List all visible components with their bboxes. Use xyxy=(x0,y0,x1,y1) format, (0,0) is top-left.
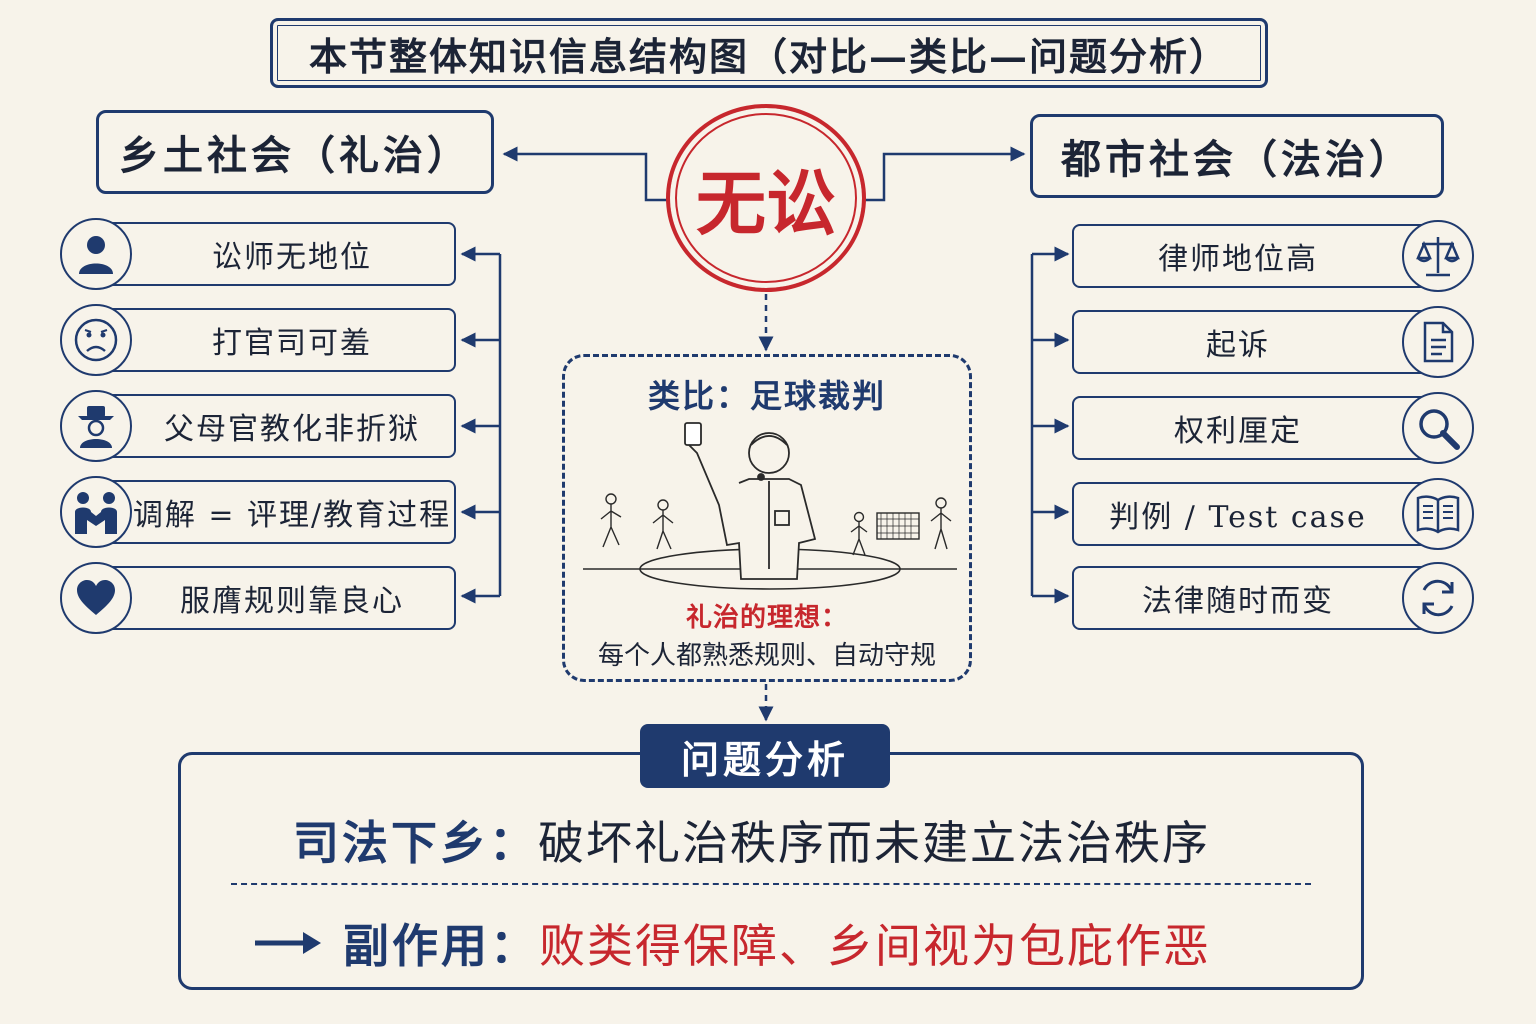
analysis-row-side-effect: 副作用：败类得保障、乡间视为包庇作恶 xyxy=(253,910,1211,976)
analogy-description: 每个人都熟悉规则、自动守规 xyxy=(597,641,936,671)
document-icon xyxy=(1402,306,1474,378)
rural-item-label: 打官司可羞 xyxy=(212,326,372,361)
rural-item-label: 讼师无地位 xyxy=(212,240,372,275)
analysis-row-main-value: 破坏礼治秩序而未建立法治秩序 xyxy=(538,816,1210,870)
handshake-icon xyxy=(60,476,132,548)
analogy-title: 类比：足球裁判 xyxy=(647,377,886,415)
analogy-box: 类比：足球裁判 xyxy=(562,354,972,682)
person-icon xyxy=(60,218,132,290)
referee-illustration xyxy=(583,422,957,590)
rural-item-label: 父母官教化非折狱 xyxy=(164,412,420,447)
urban-item-label: 权利厘定 xyxy=(1174,414,1302,449)
rural-item: 调解 = 评理/教育过程 xyxy=(94,480,456,544)
center-seal: 无讼 xyxy=(666,104,866,292)
open-book-icon xyxy=(1402,478,1474,550)
analysis-label: 问题分析 xyxy=(640,724,890,788)
analogy-ideal: 礼治的理想： xyxy=(685,603,848,633)
analysis-row-main-key: 司法下乡： xyxy=(293,816,538,870)
rural-item: 讼师无地位 xyxy=(94,222,456,286)
urban-item-label: 律师地位高 xyxy=(1158,242,1318,277)
urban-item: 法律随时而变 xyxy=(1072,566,1438,630)
center-seal-label: 无讼 xyxy=(696,161,836,245)
rural-item-label: 调解 = 评理/教育过程 xyxy=(132,498,452,533)
scales-icon xyxy=(1402,220,1474,292)
rural-society-header: 乡土社会（礼治） xyxy=(96,110,494,194)
analysis-divider xyxy=(231,883,1311,885)
official-hat-icon xyxy=(60,390,132,462)
urban-item: 律师地位高 xyxy=(1072,224,1438,288)
analysis-row-side-effect-value: 败类得保障、乡间视为包庇作恶 xyxy=(539,919,1211,973)
refresh-icon xyxy=(1402,562,1474,634)
urban-item-label: 法律随时而变 xyxy=(1142,584,1334,619)
arrow-right-icon xyxy=(255,932,321,954)
analysis-row-side-effect-key: 副作用： xyxy=(343,919,539,973)
magnifier-icon xyxy=(1402,392,1474,464)
urban-item-label: 起诉 xyxy=(1206,328,1270,363)
sad-face-icon xyxy=(60,304,132,376)
heart-icon xyxy=(60,562,132,634)
analysis-box: 司法下乡：破坏礼治秩序而未建立法治秩序 副作用：败类得保障、乡间视为包庇作恶 xyxy=(178,752,1364,990)
page-title: 本节整体知识信息结构图（对比—类比—问题分析） xyxy=(270,18,1268,88)
urban-item: 权利厘定 xyxy=(1072,396,1438,460)
urban-item: 起诉 xyxy=(1072,310,1438,374)
urban-item-label: 判例 / Test case xyxy=(1109,500,1367,535)
analysis-row-main: 司法下乡：破坏礼治秩序而未建立法治秩序 xyxy=(293,807,1210,873)
urban-item: 判例 / Test case xyxy=(1072,482,1438,546)
rural-item-label: 服膺规则靠良心 xyxy=(180,584,404,619)
rural-item: 服膺规则靠良心 xyxy=(94,566,456,630)
rural-item: 打官司可羞 xyxy=(94,308,456,372)
urban-society-header: 都市社会（法治） xyxy=(1030,114,1444,198)
rural-item: 父母官教化非折狱 xyxy=(94,394,456,458)
